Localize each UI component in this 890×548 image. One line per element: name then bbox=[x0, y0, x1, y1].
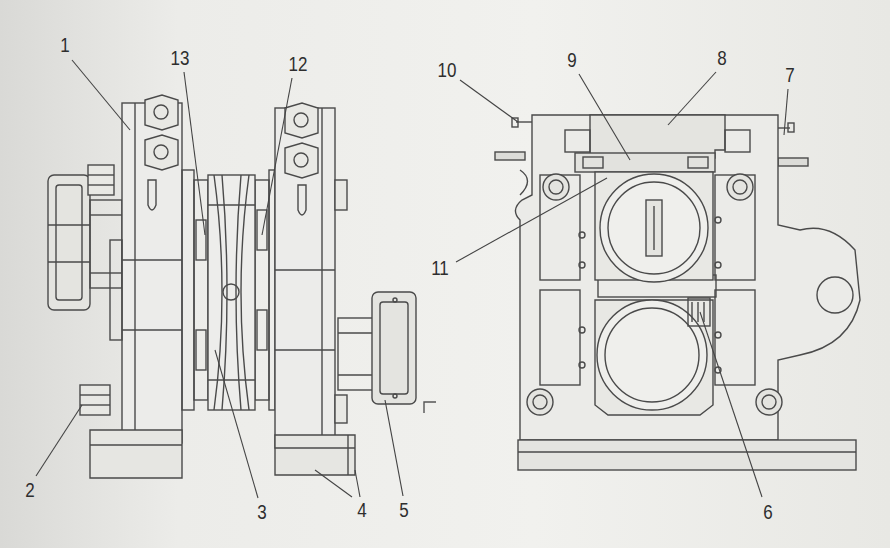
callout-number: 10 bbox=[438, 60, 457, 80]
callout-number: 2 bbox=[25, 480, 34, 500]
callout-number: 12 bbox=[289, 54, 308, 74]
front-view bbox=[495, 115, 860, 470]
side-view bbox=[48, 95, 416, 478]
leader-lines bbox=[36, 60, 788, 498]
callout-number: 13 bbox=[171, 48, 190, 68]
callout-number: 4 bbox=[357, 500, 366, 520]
callout-number: 3 bbox=[257, 502, 266, 522]
callout-number: 11 bbox=[431, 258, 449, 278]
callout-number: 8 bbox=[717, 48, 726, 68]
callout-number: 9 bbox=[567, 50, 576, 70]
callout-number: 6 bbox=[763, 502, 772, 522]
callout-number: 1 bbox=[60, 35, 69, 55]
callout-number: 7 bbox=[785, 65, 794, 85]
callout-number: 5 bbox=[399, 500, 408, 520]
